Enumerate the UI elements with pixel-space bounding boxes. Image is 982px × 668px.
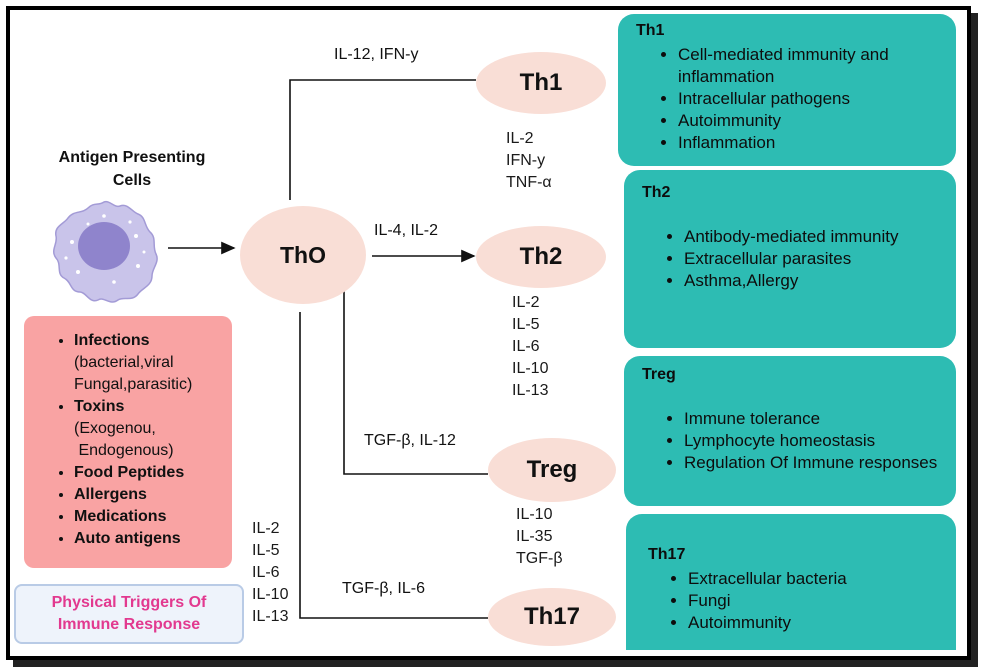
card-item: Regulation Of Immune responses xyxy=(684,452,972,474)
card-item: Asthma,Allergy xyxy=(684,270,972,292)
trigger-label: Infections xyxy=(74,332,150,349)
caption-line1: Physical Triggers Of xyxy=(51,594,207,611)
card-title: Th1 xyxy=(636,22,665,39)
trigger-label: Allergens xyxy=(74,486,147,503)
card-item: Inflammation xyxy=(678,132,968,154)
card-item: Lymphocyte homeostasis xyxy=(684,430,972,452)
card-item: Extracellular bacteria xyxy=(688,568,972,590)
th1-node: Th1 xyxy=(476,52,606,114)
th17-function-card: Th17 Extracellular bacteria Fungi Autoim… xyxy=(626,514,956,650)
cytokine: TNF-α xyxy=(506,174,552,191)
th0-to-th1-connector xyxy=(289,79,476,200)
cytokine: IFN-y xyxy=(506,152,546,169)
cytokine: IL-2 xyxy=(252,520,280,537)
card-item: Immune tolerance xyxy=(684,408,972,430)
th2-node: Th2 xyxy=(476,226,606,288)
trigger-label: Medications xyxy=(74,508,167,525)
trigger-item: Food Peptides xyxy=(74,462,254,484)
card-item: Cell-mediated immunity and inflammation xyxy=(678,44,968,88)
card-item: Intracellular pathogens xyxy=(678,88,968,110)
th2-cytokine-list: IL-2 IL-5 IL-6 IL-10 IL-13 xyxy=(512,292,548,402)
treg-function-card: Treg Immune tolerance Lymphocyte homeost… xyxy=(624,356,956,506)
trigger-label: Toxins xyxy=(74,398,125,415)
cytokine: IL-6 xyxy=(512,338,540,355)
card-item: Antibody-mediated immunity xyxy=(684,226,972,248)
th1-induction-label: IL-12, IFN-y xyxy=(334,46,419,63)
th1-function-card: Th1 Cell-mediated immunity and inflammat… xyxy=(618,14,956,166)
trigger-item: Infections (bacterial,viral Fungal,paras… xyxy=(74,330,254,396)
trigger-item: Toxins (Exogenou, Endogenous) xyxy=(74,396,254,462)
trigger-label: Auto antigens xyxy=(74,530,181,547)
cytokine: IL-5 xyxy=(252,542,280,559)
th0-node: ThO xyxy=(240,206,366,304)
trigger-detail: (Exogenou, xyxy=(74,420,156,437)
trigger-detail: Endogenous) xyxy=(74,442,174,459)
th17-cytokine-list: IL-2 IL-5 IL-6 IL-10 IL-13 xyxy=(252,518,288,628)
apc-title-line2: Cells xyxy=(112,172,152,189)
caption-line2: Immune Response xyxy=(57,616,201,633)
cytokine: IL-6 xyxy=(252,564,280,581)
trigger-label: Food Peptides xyxy=(74,464,185,481)
card-title: Th17 xyxy=(648,546,686,563)
treg-induction-label: TGF-β, IL-12 xyxy=(364,432,456,449)
trigger-item: Auto antigens xyxy=(74,528,254,550)
apc-title-line1: Antigen Presenting xyxy=(58,149,206,166)
immune-triggers-box: Infections (bacterial,viral Fungal,paras… xyxy=(24,316,232,568)
card-item: Autoimmunity xyxy=(688,612,972,634)
card-item: Extracellular parasites xyxy=(684,248,972,270)
cytokine: IL-10 xyxy=(516,506,553,523)
card-title: Th2 xyxy=(642,184,671,201)
physical-triggers-caption: Physical Triggers Of Immune Response xyxy=(14,584,244,644)
cytokine: IL-10 xyxy=(252,586,289,603)
cytokine: IL-10 xyxy=(512,360,549,377)
treg-cytokine-list: IL-10 IL-35 TGF-β xyxy=(516,504,563,570)
card-item: Autoimmunity xyxy=(678,110,968,132)
trigger-item: Medications xyxy=(74,506,254,528)
th2-induction-label: IL-4, IL-2 xyxy=(374,222,439,239)
th17-induction-label: TGF-β, IL-6 xyxy=(342,580,425,597)
trigger-detail: Fungal,parasitic) xyxy=(74,376,193,393)
cytokine: IL-2 xyxy=(506,130,534,147)
cytokine: IL-2 xyxy=(512,294,540,311)
cytokine: IL-5 xyxy=(512,316,540,333)
trigger-detail: (bacterial,viral xyxy=(74,354,174,371)
th17-node: Th17 xyxy=(488,588,616,646)
cytokine: TGF-β xyxy=(516,550,563,567)
th2-function-card: Th2 Antibody-mediated immunity Extracell… xyxy=(624,170,956,348)
cytokine: IL-13 xyxy=(512,382,549,399)
apc-title: Antigen Presenting Cells xyxy=(34,146,230,192)
card-item: Fungi xyxy=(688,590,972,612)
th0-to-th17-connector xyxy=(299,312,488,619)
antigen-presenting-cell-icon xyxy=(53,200,158,303)
th1-cytokine-list: IL-2 IFN-y TNF-α xyxy=(506,128,552,194)
th0-to-treg-connector xyxy=(343,288,488,475)
cytokine: IL-13 xyxy=(252,608,289,625)
treg-node: Treg xyxy=(488,438,616,502)
cytokine: IL-35 xyxy=(516,528,553,545)
trigger-item: Allergens xyxy=(74,484,254,506)
card-title: Treg xyxy=(642,366,676,383)
